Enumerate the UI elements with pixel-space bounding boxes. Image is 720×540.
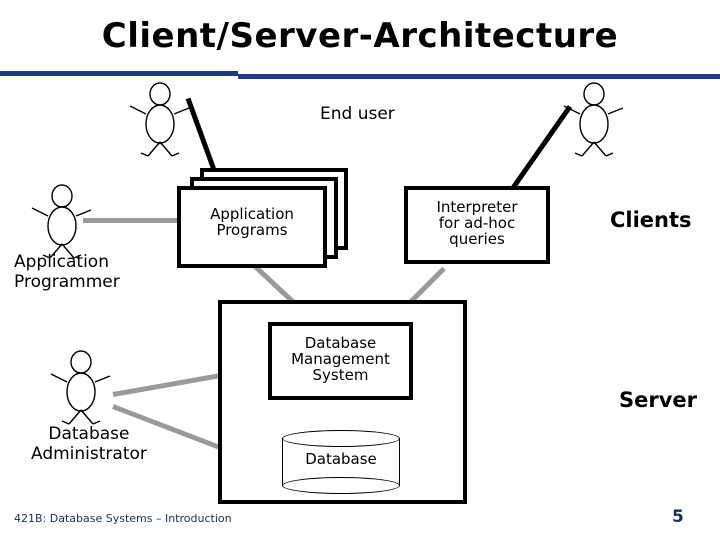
application-programmer-label: Application Programmer [14, 252, 120, 292]
cylinder-top-ellipse [282, 430, 400, 447]
connector-application-programmer-to-programs [83, 218, 179, 223]
footer-course-text: 421B: Database Systems – Introduction [14, 512, 232, 525]
interpreter-box[interactable]: Interpreter for ad-hoc queries [404, 186, 550, 264]
application-programs-box[interactable]: Application Programs [177, 186, 327, 268]
title-rule-right [238, 74, 720, 79]
dbms-label: Database Management System [291, 334, 390, 385]
application-programs-label: Application Programs [210, 205, 294, 240]
stick-figure-application-programmer [31, 184, 92, 259]
dbms-box[interactable]: Database Management System [268, 322, 413, 400]
stick-figure-end-user-left [129, 82, 190, 157]
end-user-label: End user [320, 104, 395, 124]
database-cylinder-icon[interactable]: Database [282, 430, 400, 494]
stick-figure-database-administrator [50, 350, 111, 425]
interpreter-label: Interpreter for ad-hoc queries [436, 198, 518, 249]
title-rule-left [0, 71, 238, 76]
cylinder-bottom-ellipse [282, 477, 400, 494]
database-administrator-label: Database Administrator [31, 424, 147, 464]
page-number: 5 [672, 507, 684, 527]
server-label: Server [619, 388, 698, 412]
page-title: Client/Server-Architecture [101, 16, 619, 56]
stick-figure-end-user-right [563, 82, 624, 157]
clients-label: Clients [610, 208, 692, 232]
database-label: Database [305, 450, 377, 468]
